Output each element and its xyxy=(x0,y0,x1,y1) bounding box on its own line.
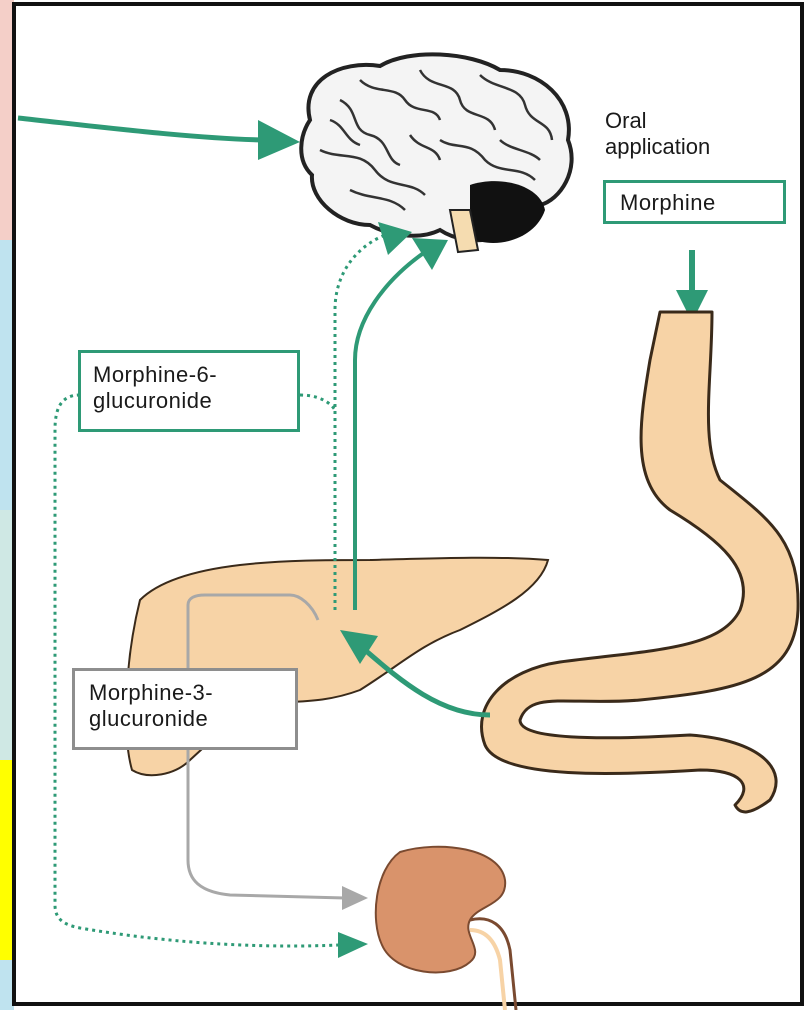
oral-application-label: Oral application xyxy=(605,108,710,160)
arrow-liver-to-brain xyxy=(355,238,448,610)
m6g-label-box: Morphine-6- glucuronide xyxy=(78,350,300,432)
oral-label-line1: Oral xyxy=(605,108,710,134)
m6g-label-line1: Morphine-6- xyxy=(93,362,297,388)
brain-icon xyxy=(301,54,571,252)
kidney-icon xyxy=(376,847,516,1010)
m6g-label-line2: glucuronide xyxy=(93,388,297,414)
oral-label-line2: application xyxy=(605,134,710,160)
m3g-label-box: Morphine-3- glucuronide xyxy=(72,668,298,750)
arrow-m3g-to-kidney xyxy=(188,750,368,910)
morphine-label: Morphine xyxy=(620,190,716,215)
m3g-label-line2: glucuronide xyxy=(89,706,295,732)
morphine-label-box: Morphine xyxy=(603,180,786,224)
m3g-label-line1: Morphine-3- xyxy=(89,680,295,706)
arrow-to-brain xyxy=(18,118,300,160)
